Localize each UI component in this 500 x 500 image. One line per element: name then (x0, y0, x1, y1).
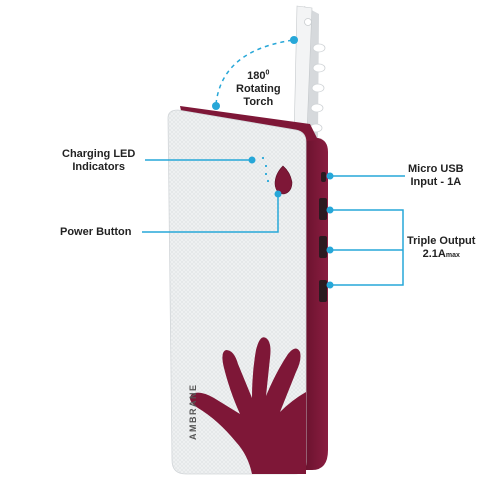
usb-output-port-2[interactable] (319, 236, 327, 258)
micro-usb-port[interactable] (321, 172, 326, 182)
output-label: Triple Output 2.1Amax (407, 235, 476, 260)
callout-dots (212, 36, 334, 289)
led-label: Charging LED Indicators (62, 148, 136, 173)
brand-logo: AMBRANE (188, 384, 198, 441)
power-bank-body: AMBRANE (167, 106, 328, 475)
power-button-shape[interactable] (274, 165, 293, 195)
led-indicator-dots (261, 156, 270, 183)
torch-label: 1800 Rotating Torch (236, 69, 281, 108)
callouts (142, 39, 405, 286)
hand-graphic (190, 300, 306, 474)
usb-output-port-1[interactable] (319, 198, 327, 220)
usb-label: Micro USB Input - 1A (408, 163, 464, 188)
usb-output-port-3[interactable] (319, 280, 327, 302)
usb-ports (319, 172, 327, 302)
power-button-label: Power Button (60, 226, 132, 238)
